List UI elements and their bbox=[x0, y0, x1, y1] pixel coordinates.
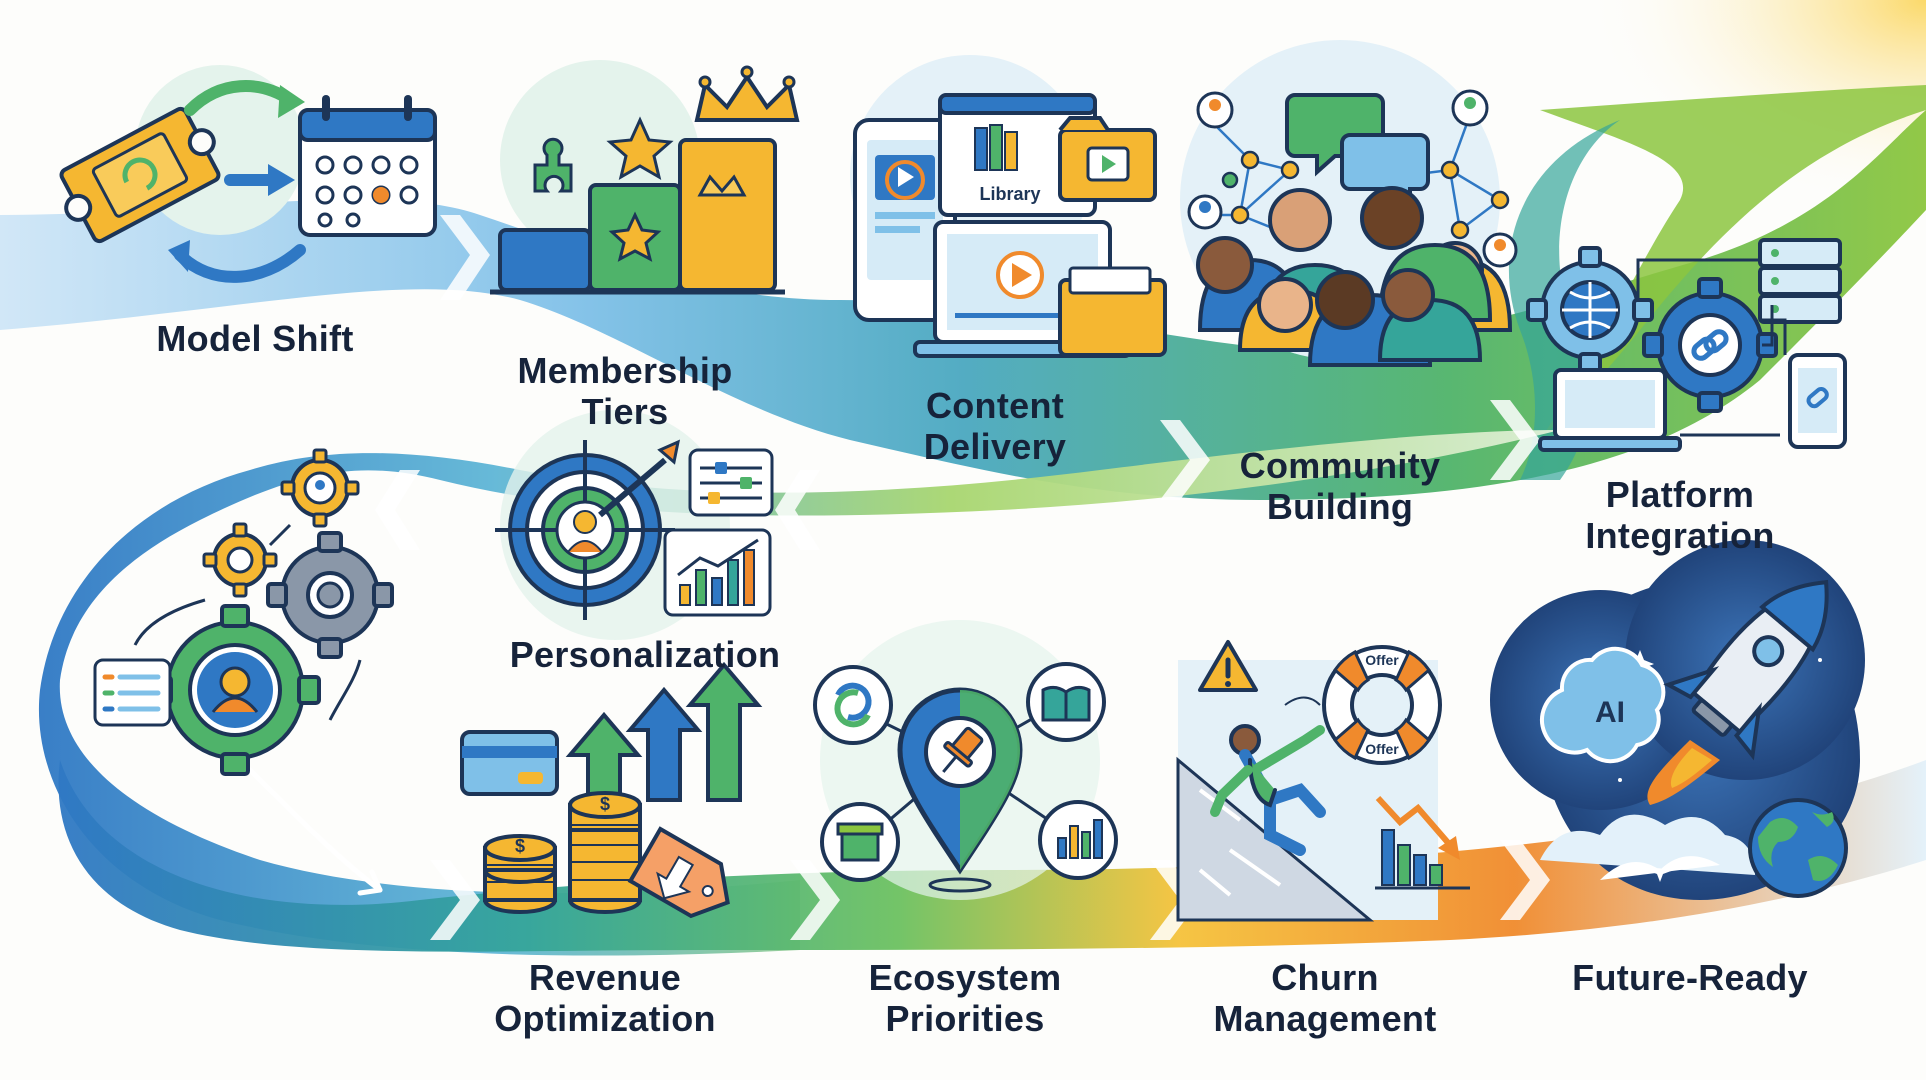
content-delivery-icon: Library bbox=[850, 55, 1165, 356]
ai-brain-text: AI bbox=[1595, 696, 1625, 729]
label-platform-integration-line2: Integration bbox=[1525, 515, 1835, 556]
label-churn-management: Churn Management bbox=[1170, 957, 1480, 1039]
label-ecosystem-priorities: Ecosystem Priorities bbox=[810, 957, 1120, 1039]
label-content-delivery-line2: Delivery bbox=[840, 426, 1150, 467]
label-content-delivery-line1: Content bbox=[840, 385, 1150, 426]
churn-management-icon: Offer Offer bbox=[1178, 642, 1470, 920]
offer-text-top: Offer bbox=[1365, 652, 1399, 668]
community-building-icon bbox=[1180, 40, 1516, 365]
personalization-icon bbox=[495, 410, 772, 640]
label-future-ready: Future-Ready bbox=[1535, 957, 1845, 998]
label-ecosystem-priorities-line1: Ecosystem bbox=[810, 957, 1120, 998]
label-revenue-optimization: Revenue Optimization bbox=[450, 957, 760, 1039]
label-platform-integration: Platform Integration bbox=[1525, 474, 1835, 556]
label-platform-integration-line1: Platform bbox=[1525, 474, 1835, 515]
label-churn-management-line2: Management bbox=[1170, 998, 1480, 1039]
label-content-delivery: Content Delivery bbox=[840, 385, 1150, 467]
label-future-ready-line1: Future-Ready bbox=[1535, 957, 1845, 998]
label-personalization-line1: Personalization bbox=[475, 634, 815, 675]
ecosystem-priorities-icon bbox=[815, 620, 1116, 900]
label-ecosystem-priorities-line2: Priorities bbox=[810, 998, 1120, 1039]
svg-text:$: $ bbox=[600, 794, 610, 814]
offer-text-bottom: Offer bbox=[1365, 741, 1399, 757]
label-model-shift-line1: Model Shift bbox=[100, 318, 410, 359]
label-community-building-line1: Community bbox=[1185, 445, 1495, 486]
label-churn-management-line1: Churn bbox=[1170, 957, 1480, 998]
label-membership-tiers: Membership Tiers bbox=[470, 350, 780, 432]
library-icon-text: Library bbox=[979, 184, 1040, 204]
revenue-optimization-icon: $ $ bbox=[462, 665, 758, 928]
label-membership-tiers-line1: Membership bbox=[470, 350, 780, 391]
label-community-building: Community Building bbox=[1185, 445, 1495, 527]
label-community-building-line2: Building bbox=[1185, 486, 1495, 527]
label-personalization: Personalization bbox=[475, 634, 815, 675]
label-revenue-optimization-line1: Revenue bbox=[450, 957, 760, 998]
label-revenue-optimization-line2: Optimization bbox=[450, 998, 760, 1039]
membership-tiers-icon bbox=[490, 60, 797, 292]
label-model-shift: Model Shift bbox=[100, 318, 410, 359]
svg-text:$: $ bbox=[515, 836, 525, 856]
label-membership-tiers-line2: Tiers bbox=[470, 391, 780, 432]
